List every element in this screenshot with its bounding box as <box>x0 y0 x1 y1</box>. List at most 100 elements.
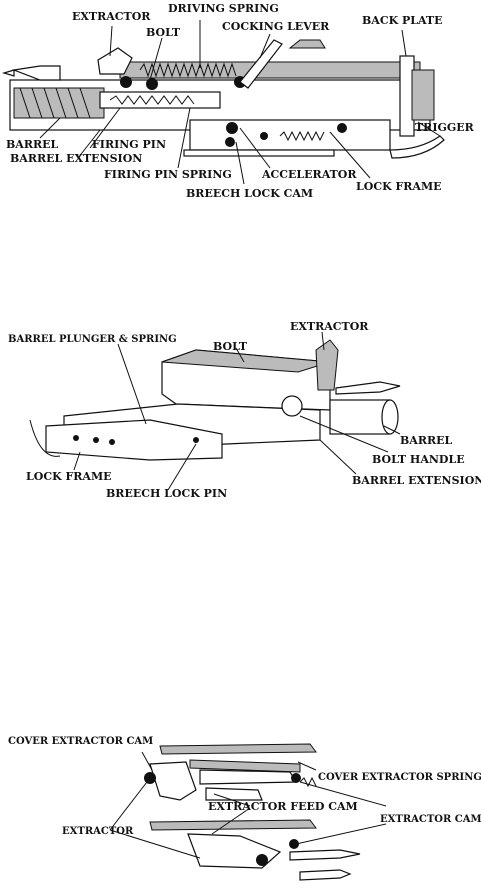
leader-barrel <box>39 117 61 139</box>
barrel-muzzle <box>381 399 399 435</box>
label-extractor-2: EXTRACTOR <box>290 320 369 333</box>
leader-bolt-1 <box>149 37 163 81</box>
label-breech-lock-cam: BREECH LOCK CAM <box>186 187 313 200</box>
label-driving-spring: DRIVING SPRING <box>168 2 279 15</box>
label-extractor-1: EXTRACTOR <box>72 10 151 23</box>
lock-frame-hole-1 <box>73 435 79 441</box>
lower-cover-plate <box>149 819 317 831</box>
leader-extractor-3a <box>109 777 151 831</box>
label-back-plate: BACK PLATE <box>362 14 443 27</box>
driving-spring-coil <box>139 62 237 78</box>
leader-breech-lock-cam <box>235 141 245 185</box>
label-barrel-extension-2: BARREL EXTENSION <box>352 474 481 487</box>
ejected-case <box>299 869 352 881</box>
label-trigger: TRIGGER <box>415 121 475 134</box>
barrel-cylinder <box>329 399 391 435</box>
leader-extractor-3b <box>109 829 201 859</box>
cover-extractor-spring-coil <box>299 776 317 788</box>
leader-extractor-2 <box>321 331 325 351</box>
leader-plunger <box>117 343 147 425</box>
bolt-handle-knob <box>281 395 303 417</box>
cartridge <box>11 65 61 81</box>
leader-lock-frame <box>329 131 371 179</box>
bolt-pin <box>146 78 158 90</box>
leader-barrel-2 <box>383 425 401 435</box>
barrel-hatching <box>19 87 91 119</box>
cover-notch <box>288 39 326 49</box>
label-breech-lock-pin: BREECH LOCK PIN <box>106 487 227 500</box>
label-lock-frame-1: LOCK FRAME <box>356 180 442 193</box>
leader-extractor-cam-2 <box>299 781 387 807</box>
trigger-part <box>389 135 445 159</box>
leader-extractor-feed-cam-2 <box>211 807 251 835</box>
leader-firing-pin <box>89 107 121 149</box>
lock-frame-pin <box>260 132 268 140</box>
barrel-section <box>13 87 105 119</box>
lock-frame-rear-pin <box>337 123 347 133</box>
upper-extractor <box>149 761 197 801</box>
label-bolt-2: BOLT <box>213 340 248 353</box>
leader-bolt-2 <box>235 347 245 363</box>
lower-cam-pin <box>289 839 299 849</box>
breech-lock-pin-1 <box>225 137 235 147</box>
figure-2-assembly: BARREL PLUNGER & SPRING EXTRACTOR BOLT B… <box>8 320 481 500</box>
label-barrel-extension-1: BARREL EXTENSION <box>10 152 142 165</box>
label-cocking-lever: COCKING LEVER <box>222 20 330 33</box>
lock-frame-hole-2 <box>93 437 99 443</box>
label-cover-extractor-cam: COVER EXTRACTOR CAM <box>8 736 153 747</box>
figure-3-extractor-cam: COVER EXTRACTOR CAM COVER EXTRACTOR SPRI… <box>8 736 481 881</box>
upper-cam-strip <box>189 759 301 773</box>
figure-1-cutaway: EXTRACTOR DRIVING SPRING BOLT COCKING LE… <box>1 2 475 200</box>
leader-barrel-extension <box>77 129 101 159</box>
label-firing-pin-spring: FIRING PIN SPRING <box>104 168 232 181</box>
leader-breech-lock-pin <box>167 443 197 491</box>
breech-lock-pin-head <box>193 437 199 443</box>
leader-cover-extractor-spring <box>297 761 317 771</box>
upper-arm-pin <box>291 773 301 783</box>
label-barrel-2: BARREL <box>400 434 452 447</box>
accelerator-pin <box>226 122 238 134</box>
label-bolt-1: BOLT <box>146 26 181 39</box>
leader-extractor-1 <box>109 25 113 57</box>
label-extractor-feed-cam: EXTRACTOR FEED CAM <box>208 800 358 813</box>
leader-extractor-cam <box>295 823 387 845</box>
bolt-body <box>99 91 221 109</box>
bullet-tip <box>1 69 15 77</box>
leader-barrel-extension-2 <box>319 439 357 475</box>
cartridge-2 <box>335 381 401 395</box>
leader-extractor-feed-cam <box>213 793 251 807</box>
lock-frame-hole-3 <box>109 439 115 445</box>
label-extractor-3: EXTRACTOR <box>62 826 134 837</box>
extractor-part <box>97 47 133 75</box>
lock-frame-spring <box>279 130 325 142</box>
lower-extractor-pivot <box>256 854 268 866</box>
leader-trigger <box>417 121 441 137</box>
label-accelerator: ACCELERATOR <box>261 168 357 181</box>
label-cover-extractor-spring: COVER EXTRACTOR SPRING <box>318 772 481 783</box>
label-extractor-cam: EXTRACTOR CAM <box>380 814 481 825</box>
label-firing-pin: FIRING PIN <box>92 138 166 151</box>
lower-cartridge <box>289 849 361 861</box>
extractor-pivot-pin <box>120 76 132 88</box>
cocking-lever-part <box>239 39 283 89</box>
receiver-top-plate <box>119 61 421 79</box>
leader-cocking-lever <box>259 33 271 59</box>
leader-lock-frame-2 <box>73 451 81 471</box>
lock-frame-wire <box>29 419 61 457</box>
label-barrel-1: BARREL <box>6 138 58 151</box>
upper-cover-plate <box>159 743 317 755</box>
upper-extractor-link <box>205 787 263 801</box>
leader-cover-extractor-cam <box>141 751 153 771</box>
label-lock-frame-2: LOCK FRAME <box>26 470 112 483</box>
leader-accelerator <box>239 127 271 169</box>
leader-back-plate <box>401 29 407 57</box>
leader-firing-pin-spring <box>177 107 191 169</box>
label-bolt-handle: BOLT HANDLE <box>372 453 465 466</box>
leader-bolt-handle <box>299 415 389 453</box>
firing-pin-spring-coil <box>109 95 195 105</box>
label-barrel-plunger-spring: BARREL PLUNGER & SPRING <box>8 334 177 345</box>
back-plate-buffer <box>411 69 435 121</box>
extractor-arm <box>315 339 339 391</box>
upper-extractor-arm <box>199 769 298 785</box>
